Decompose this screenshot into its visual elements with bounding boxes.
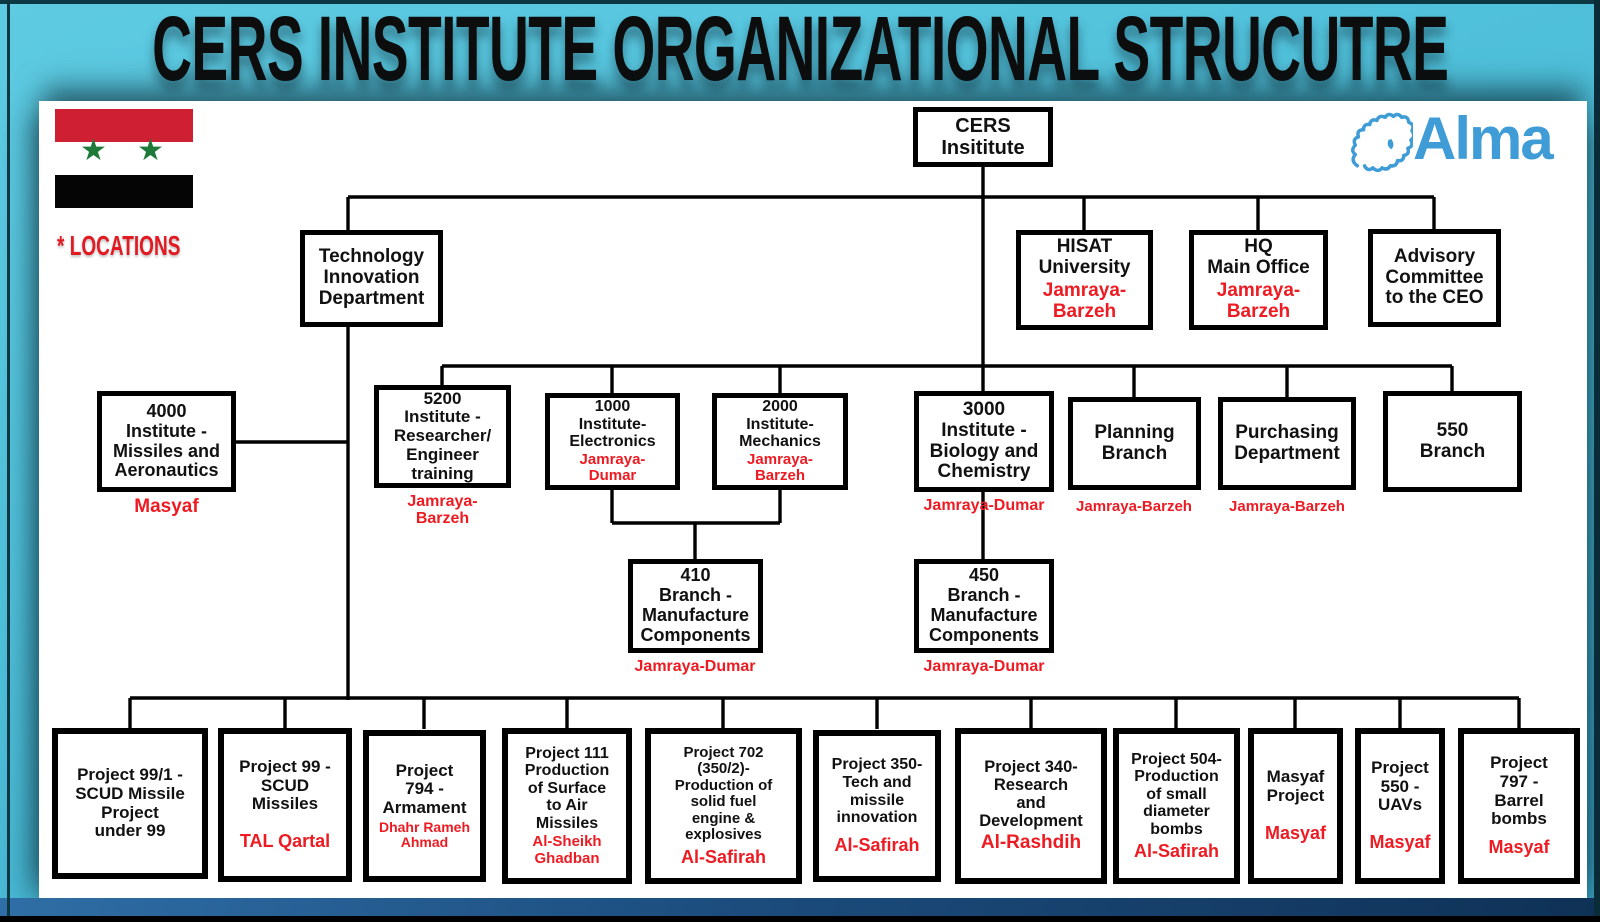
locations-legend: * LOCATIONS [57,230,238,262]
frame-edge [1594,0,1600,922]
node-project-797-barrel-bombs: Project 797 - Barrel bombs Masyaf [1458,728,1580,884]
node-technology-innovation-department: Technology Innovation Department [300,230,443,327]
node-550-branch: 550 Branch [1383,391,1522,492]
node-project-504-small-diameter-bombs: Project 504- Production of small diamete… [1113,728,1240,884]
flag-star-icon: ★ [137,134,164,167]
flag-black-stripe [55,175,193,208]
alma-logo-text: Alma [1413,105,1554,172]
frame-edge [7,0,10,922]
node-450-branch-manufacture-components: 450 Branch - Manufacture Components [914,559,1054,653]
frame-edge [0,0,1600,4]
node-2000-institute-mechanics: 2000 Institute- Mechanics Jamraya- Barze… [712,393,848,490]
node-project-702-solid-fuel-engine-explosives: Project 702 (350/2)- Production of solid… [645,728,802,884]
node-4000-institute-missiles-aeronautics: 4000 Institute - Missiles and Aeronautic… [97,391,236,492]
bottom-band [0,898,1600,916]
node-cers-institute: CERS Insititute [913,107,1053,167]
location-label-4000: Masyaf [134,496,199,517]
node-hisat-university: HISAT University Jamraya- Barzeh [1016,230,1153,330]
flag-star-icon: ★ [80,134,107,167]
node-purchasing-department: Purchasing Department [1218,397,1356,490]
node-masyaf-project: Masyaf Project Masyaf [1248,728,1343,884]
location-label-450: Jamraya-Dumar [923,658,1045,675]
node-project-99-scud-missiles: Project 99 - SCUD Missiles TAL Qartal [218,728,352,882]
syria-flag: ★ ★ [55,109,193,208]
israel-map-outline-icon [1350,112,1413,172]
node-planning-branch: Planning Branch [1068,397,1201,490]
flag-red-stripe [55,109,193,142]
page-title: CERS INSTITUTE ORGANIZATIONAL STRUCUTRE [0,0,1600,100]
location-label-planning: Jamraya-Barzeh [1076,498,1192,515]
node-3000-institute-biology-chemistry: 3000 Institute - Biology and Chemistry [914,391,1054,492]
node-project-550-uavs: Project 550 - UAVs Masyaf [1355,728,1445,884]
node-hq-main-office: HQ Main Office Jamraya- Barzeh [1189,230,1328,330]
node-project-99-1-scud-missile: Project 99/1 - SCUD Missile Project unde… [52,728,208,879]
node-5200-institute-researcher-engineer-training: 5200 Institute - Researcher/ Engineer tr… [374,385,511,488]
node-project-340-research-development: Project 340- Research and Development Al… [955,728,1107,884]
node-project-794-armament: Project 794 - Armament Dhahr Rameh Ahmad [363,730,486,882]
node-1000-institute-electronics: 1000 Institute- Electronics Jamraya- Dum… [545,393,680,490]
flag-white-stripe: ★ ★ [55,136,193,175]
node-advisory-committee-ceo: Advisory Committee to the CEO [1368,229,1501,327]
page-title-text: CERS INSTITUTE ORGANIZATIONAL STRUCUTRE [151,0,1449,100]
location-label-3000: Jamraya-Dumar [923,497,1045,514]
alma-logo: Alma [1345,104,1585,174]
locations-legend-text: * LOCATIONS [57,230,181,261]
node-project-350-tech-missile-innovation: Project 350- Tech and missile innovation… [813,730,941,882]
location-label-5200: Jamraya- Barzeh [407,493,478,528]
location-label-410: Jamraya-Dumar [634,658,756,675]
node-project-111-surface-to-air-missiles: Project 111 Production of Surface to Air… [502,728,632,884]
frame-edge [0,916,1600,922]
location-label-purchasing: Jamraya-Barzeh [1229,498,1345,515]
node-410-branch-manufacture-components: 410 Branch - Manufacture Components [628,559,763,653]
